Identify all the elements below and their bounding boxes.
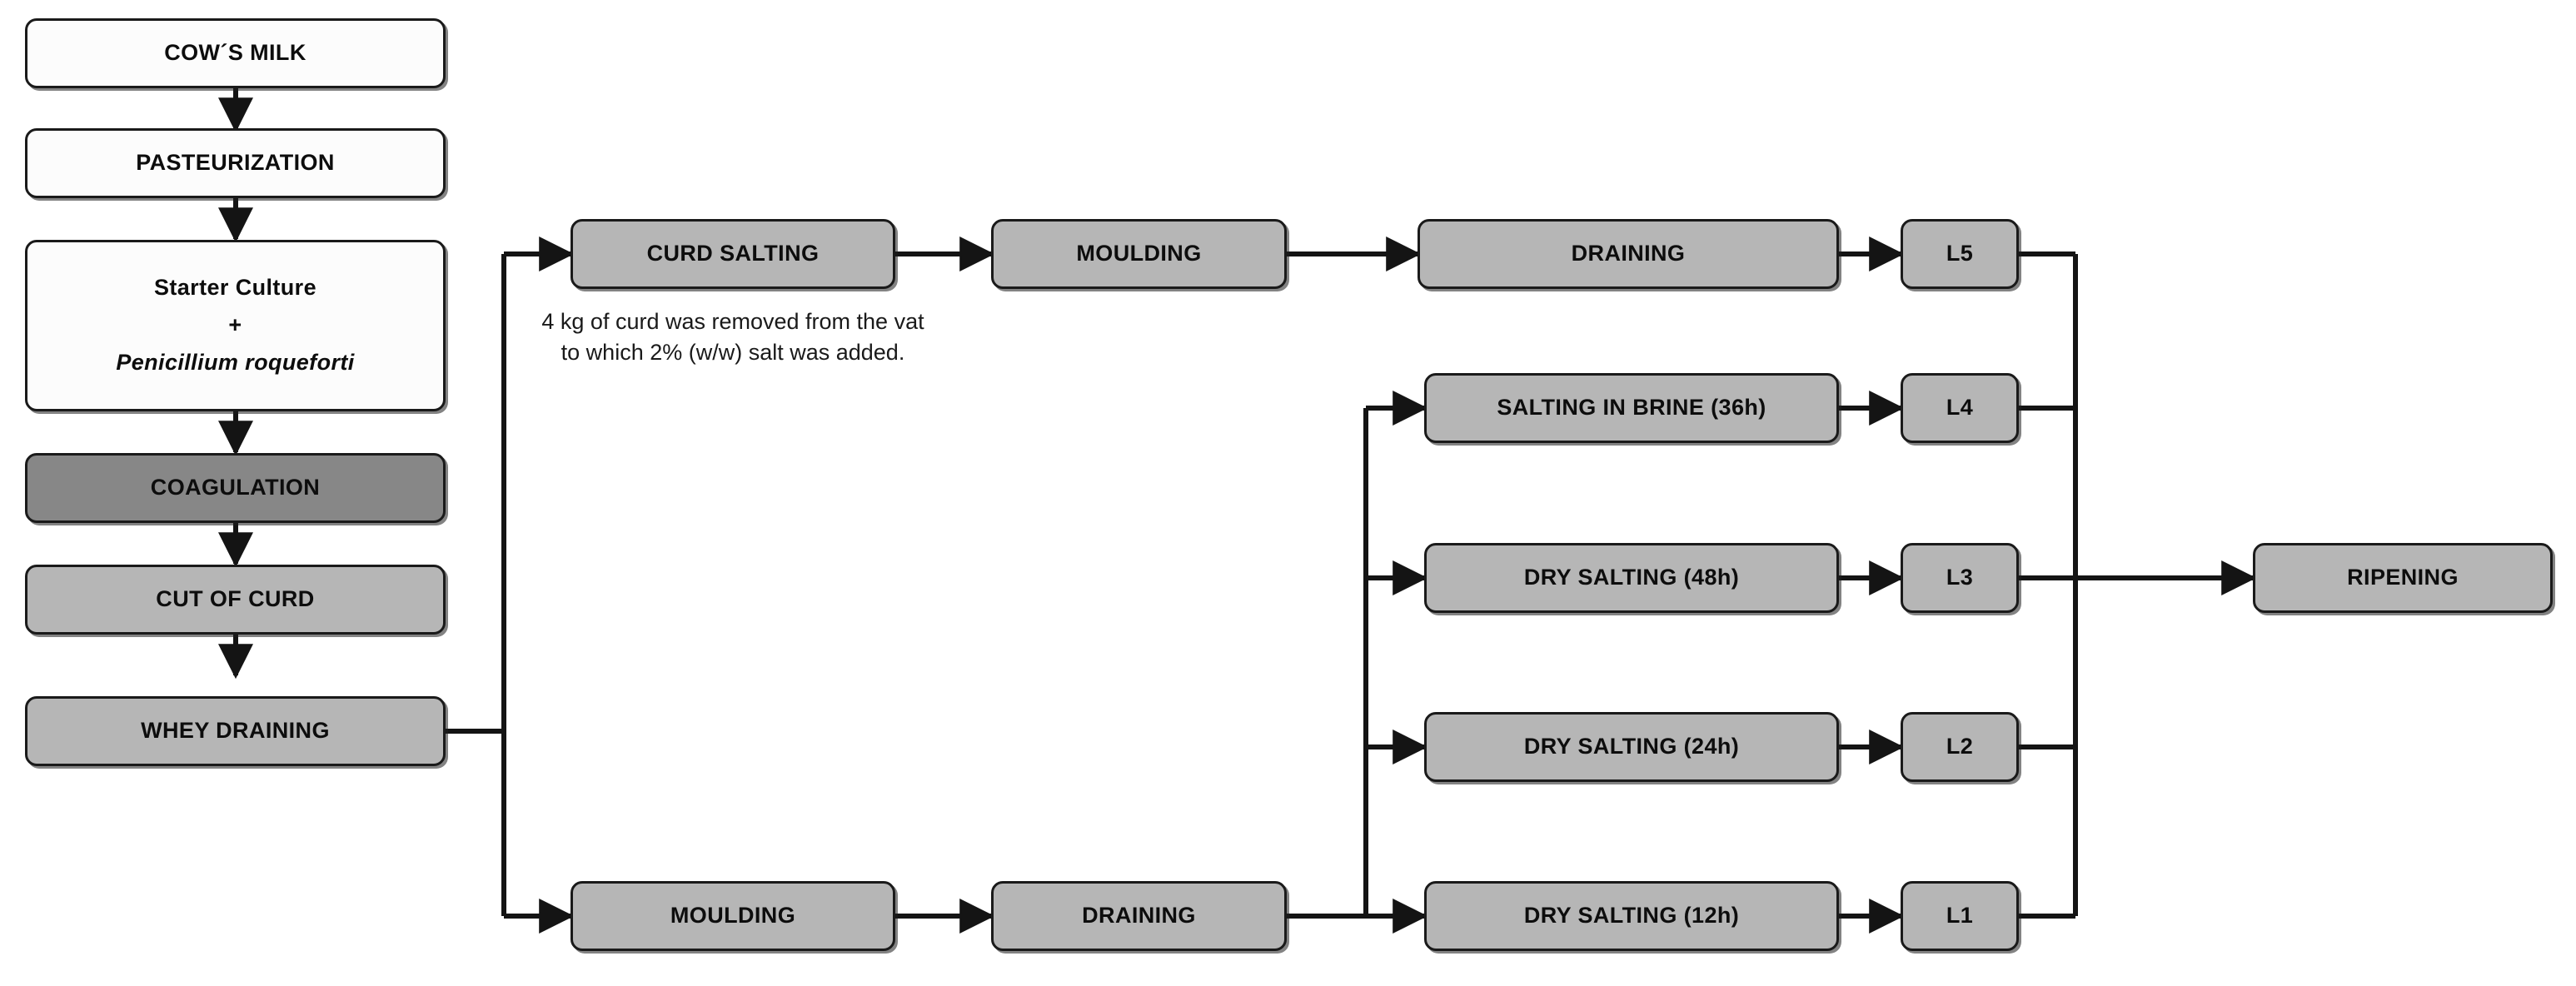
node-label: L5	[1946, 241, 1974, 266]
node-ripening[interactable]: RIPENING	[2253, 543, 2553, 613]
node-label: MOULDING	[1076, 241, 1202, 266]
node-whey-draining[interactable]: WHEY DRAINING	[25, 696, 446, 766]
node-label: L3	[1946, 565, 1974, 590]
node-dry-salting-12h[interactable]: DRY SALTING (12h)	[1424, 881, 1839, 951]
node-label: L1	[1946, 903, 1974, 929]
starter-culture-plus-symbol: +	[228, 312, 242, 338]
node-label: MOULDING	[670, 903, 796, 929]
node-dry-salting-24h[interactable]: DRY SALTING (24h)	[1424, 712, 1839, 782]
node-label: CURD SALTING	[646, 241, 820, 266]
starter-culture-line-2: Penicillium roqueforti	[116, 349, 355, 375]
node-moulding-bottom[interactable]: MOULDING	[571, 881, 895, 951]
node-label: L2	[1946, 734, 1974, 759]
node-draining-top[interactable]: DRAINING	[1418, 219, 1839, 289]
node-l2[interactable]: L2	[1901, 712, 2019, 782]
node-cows-milk[interactable]: COW´S MILK	[25, 18, 446, 88]
node-dry-salting-48h[interactable]: DRY SALTING (48h)	[1424, 543, 1839, 613]
curd-salting-note: 4 kg of curd was removed from the vat to…	[541, 309, 924, 366]
node-salting-in-brine-36h[interactable]: SALTING IN BRINE (36h)	[1424, 373, 1839, 443]
node-l4[interactable]: L4	[1901, 373, 2019, 443]
starter-culture-line-1: Starter Culture	[153, 275, 317, 301]
node-label: COAGULATION	[150, 475, 321, 500]
node-label: COW´S MILK	[164, 40, 306, 66]
node-label: DRY SALTING (12h)	[1523, 903, 1740, 929]
node-label: RIPENING	[2347, 565, 2459, 590]
node-curd-salting[interactable]: CURD SALTING	[571, 219, 895, 289]
node-coagulation[interactable]: COAGULATION	[25, 453, 446, 523]
node-label: CUT OF CURD	[156, 586, 315, 612]
node-l5[interactable]: L5	[1901, 219, 2019, 289]
node-pasteurization[interactable]: PASTEURIZATION	[25, 128, 446, 198]
node-cut-of-curd[interactable]: CUT OF CURD	[25, 565, 446, 635]
node-draining-bottom[interactable]: DRAINING	[991, 881, 1287, 951]
node-starter-culture[interactable]: Starter Culture + Penicillium roqueforti	[25, 240, 446, 411]
node-label: PASTEURIZATION	[136, 150, 335, 176]
node-label: DRAINING	[1571, 241, 1686, 266]
node-moulding-top[interactable]: MOULDING	[991, 219, 1287, 289]
node-l1[interactable]: L1	[1901, 881, 2019, 951]
node-label: WHEY DRAINING	[141, 718, 330, 744]
node-label: DRY SALTING (48h)	[1523, 565, 1740, 590]
node-label: DRY SALTING (24h)	[1523, 734, 1740, 759]
starter-culture-stack: Starter Culture + Penicillium roqueforti	[27, 275, 443, 376]
node-label: SALTING IN BRINE (36h)	[1497, 395, 1766, 421]
node-l3[interactable]: L3	[1901, 543, 2019, 613]
node-label: L4	[1946, 395, 1974, 421]
node-label: DRAINING	[1082, 903, 1196, 929]
